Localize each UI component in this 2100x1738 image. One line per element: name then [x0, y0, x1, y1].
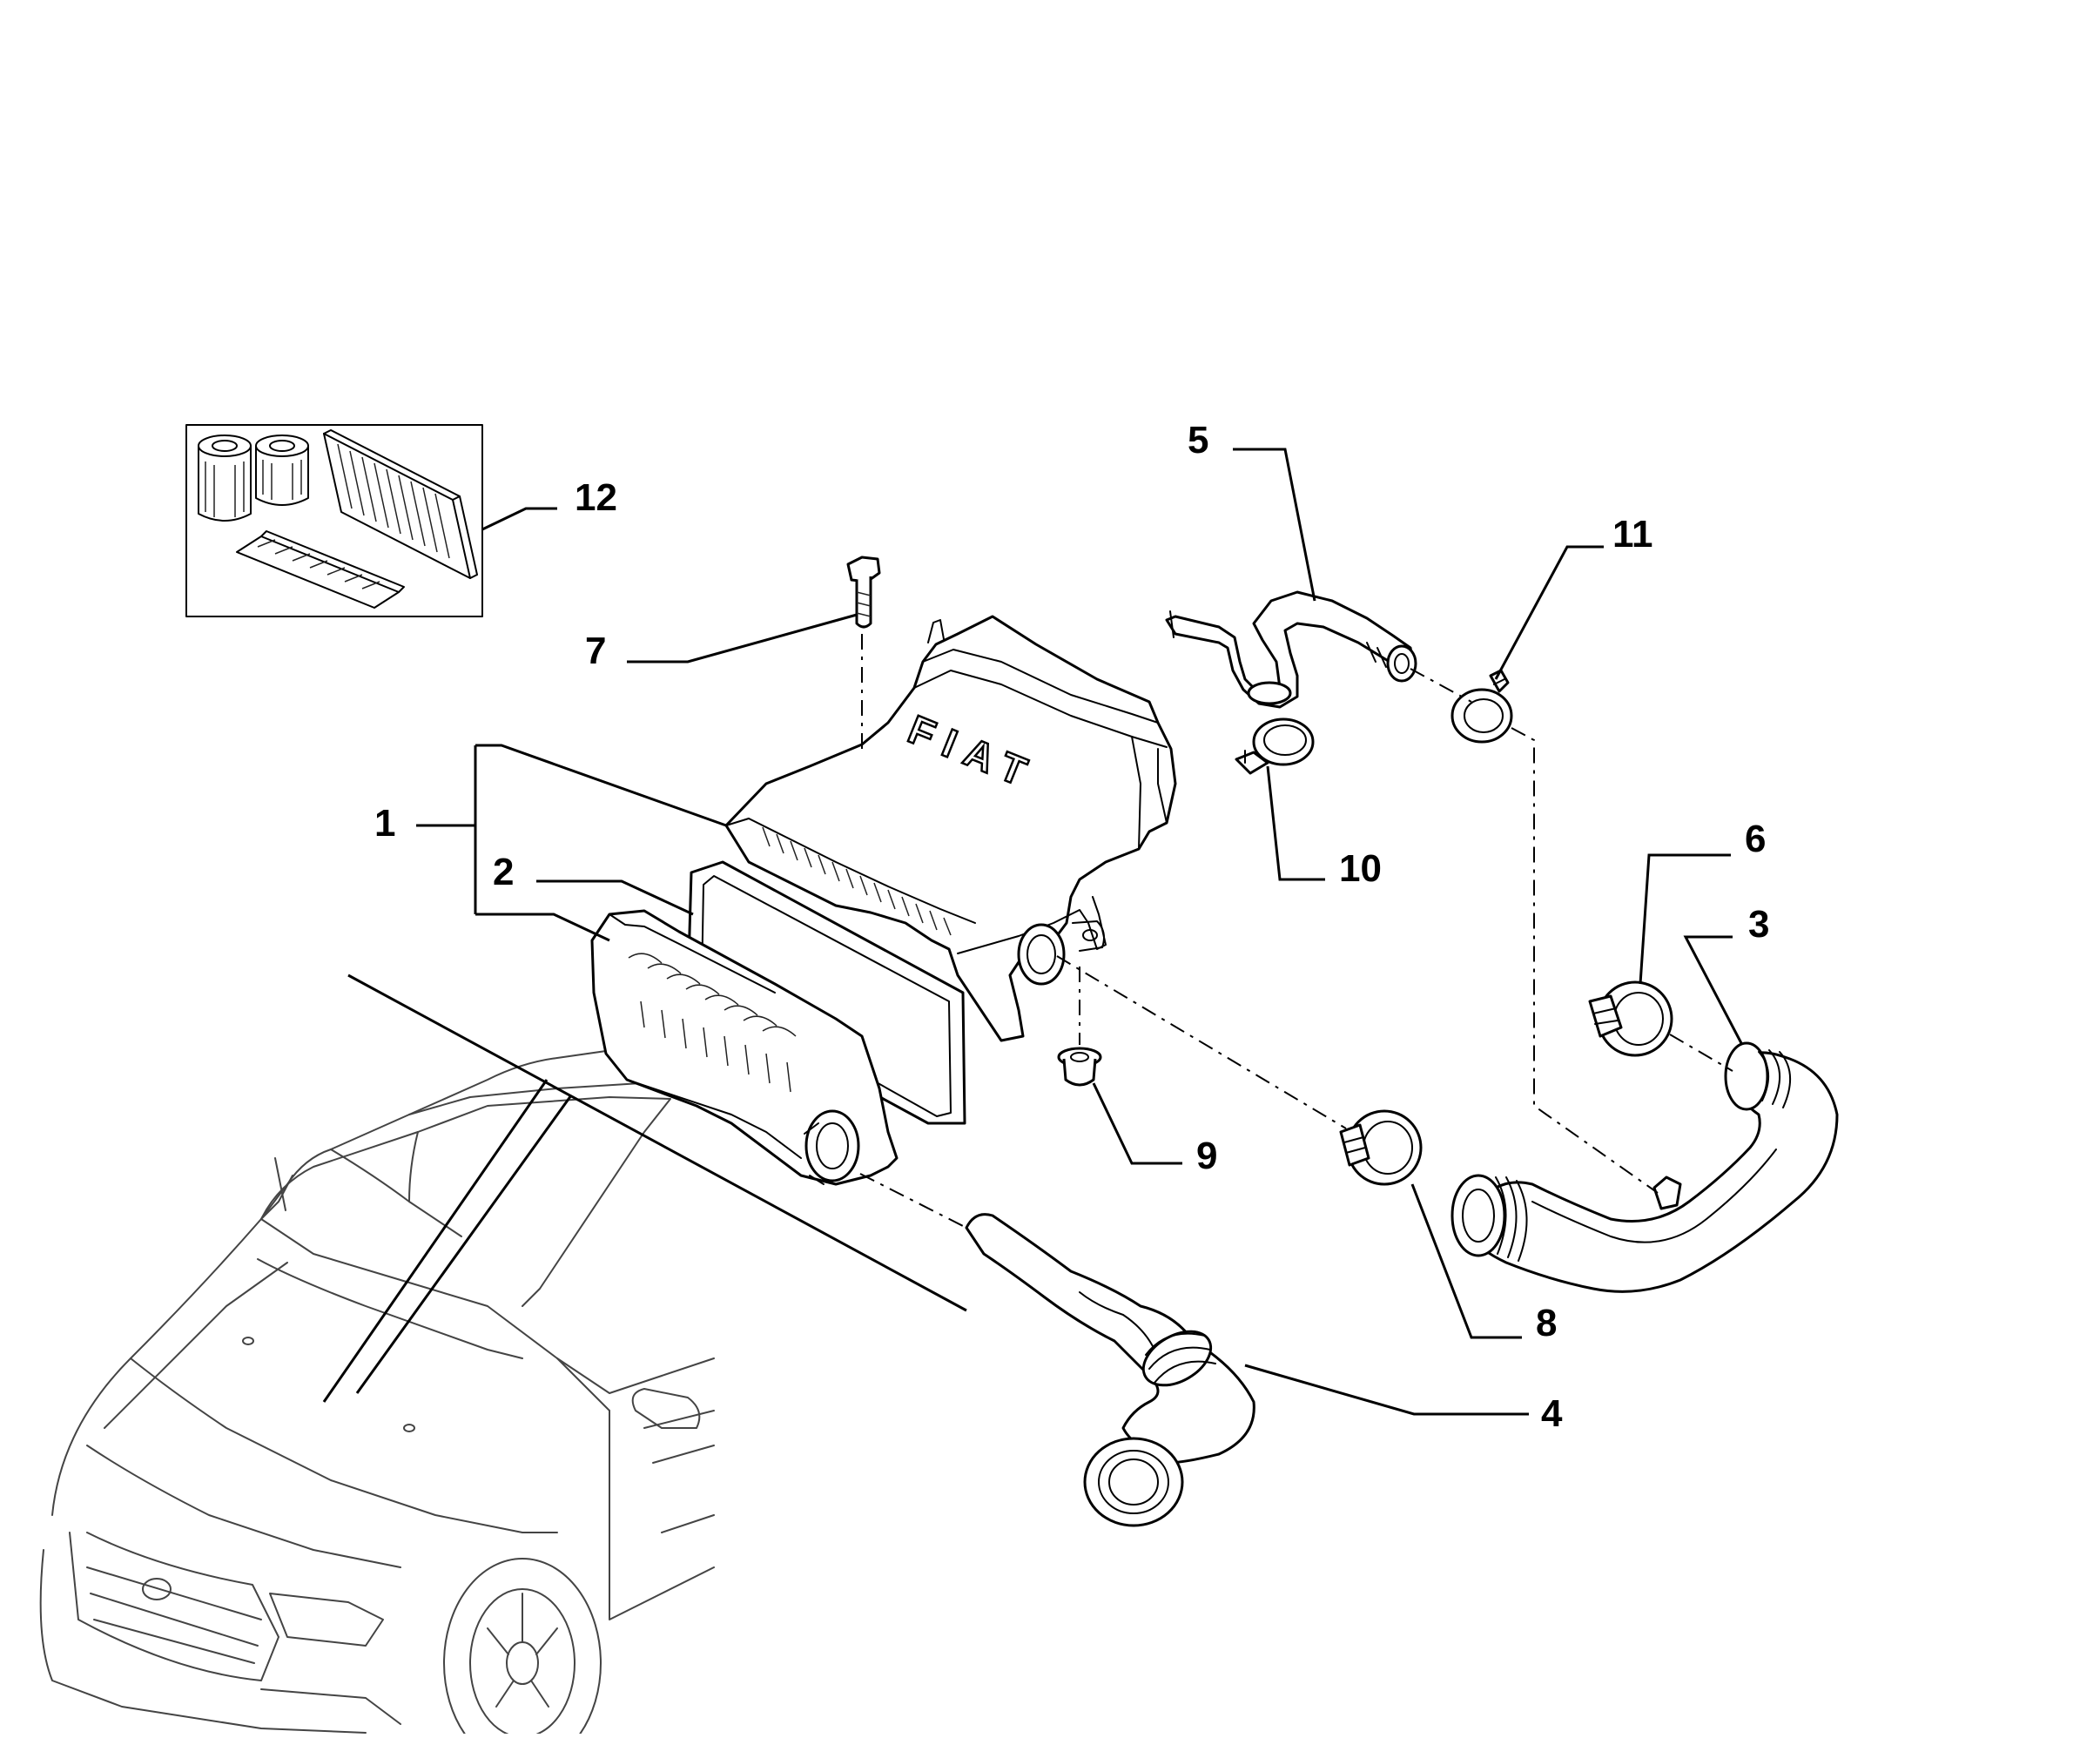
hose-clamp-6	[1588, 980, 1673, 1057]
reference-line-right	[355, 1095, 573, 1394]
cabin-filter-icon	[236, 530, 405, 609]
service-kit-box	[185, 424, 483, 617]
air-filter-housing: FIAT	[724, 615, 1177, 1042]
callout-leaders	[416, 448, 1743, 1416]
callout-2: 2	[493, 851, 514, 893]
breather-hose	[1165, 590, 1417, 709]
callout-6: 6	[1745, 818, 1766, 860]
hose-clamp-11	[1450, 669, 1513, 744]
fuel-filter-icon	[255, 434, 309, 506]
hose-clamp-10	[1235, 717, 1315, 775]
reference-line-upper	[347, 973, 967, 1312]
grommet	[1057, 1047, 1102, 1087]
hose-clamp-8	[1339, 1109, 1423, 1186]
callout-10: 10	[1339, 847, 1382, 890]
callout-11: 11	[1612, 513, 1653, 556]
car-outline	[39, 1037, 715, 1738]
oil-filter-icon	[198, 434, 252, 522]
outlet-port	[1017, 923, 1066, 986]
air-filter-panel-icon	[323, 429, 478, 579]
bolt	[846, 556, 881, 629]
filter-lower-cover	[590, 909, 899, 1186]
reference-line-left	[322, 1079, 549, 1403]
callout-12: 12	[575, 476, 617, 519]
callout-9: 9	[1196, 1135, 1217, 1177]
callout-7: 7	[585, 630, 606, 672]
callout-labels: 1 2 3 4 5 6 7 8 9 10 11 12	[374, 419, 1769, 1435]
intake-hose-4	[965, 1213, 1255, 1527]
callout-1: 1	[374, 802, 395, 845]
intake-hose-3	[1450, 1041, 1839, 1293]
callout-4: 4	[1541, 1392, 1563, 1435]
callout-8: 8	[1536, 1302, 1557, 1344]
assembly-guides	[859, 634, 1733, 1229]
callout-5: 5	[1188, 419, 1208, 461]
callout-3: 3	[1748, 903, 1769, 946]
